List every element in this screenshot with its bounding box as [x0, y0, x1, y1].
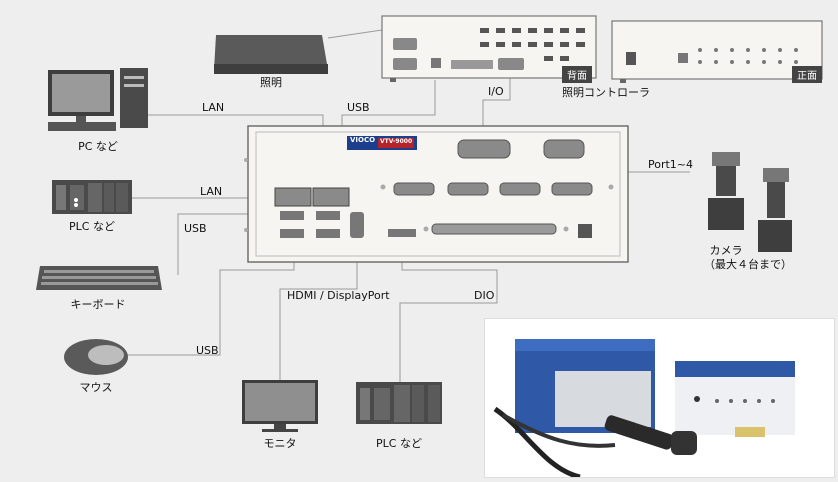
plc-top-label: PLC など — [69, 220, 115, 233]
back-tag: 背面 — [562, 66, 592, 83]
hdmi-label: HDMI / DisplayPort — [287, 289, 390, 302]
lan-pc-label: LAN — [202, 101, 225, 114]
usb-mouse-label: USB — [196, 344, 219, 357]
usb-top-label: USB — [347, 101, 370, 114]
usb-kbd-label: USB — [184, 222, 207, 235]
product-photo-drawing — [493, 339, 795, 480]
keyboard-label: キーボード — [70, 298, 126, 311]
plc-bottom-device — [356, 382, 442, 424]
monitor-label: モニタ — [263, 437, 297, 450]
mouse-label: マウス — [79, 381, 113, 394]
line-dio — [399, 236, 498, 382]
vision-controller — [244, 125, 629, 263]
lighting-device — [214, 35, 328, 74]
controller-front — [611, 20, 823, 83]
line-lighting-controller — [327, 29, 383, 39]
front-tag: 正面 — [792, 66, 822, 83]
controller-back — [381, 15, 597, 82]
vision-brand: VIOCO — [350, 136, 376, 144]
pc-device — [48, 68, 148, 131]
connection-lines — [125, 29, 690, 382]
vision-model: VTV-9000 — [380, 138, 413, 145]
line-io — [482, 72, 511, 138]
lighting-label: 照明 — [260, 76, 282, 89]
camera-label: カメラ — [709, 244, 743, 257]
lan-plc-label: LAN — [200, 185, 223, 198]
controller-label: 照明コントローラ — [562, 86, 650, 99]
plc-top-device — [52, 180, 132, 214]
port-label: Port1~4 — [648, 158, 694, 171]
pc-label: PC など — [78, 140, 118, 153]
product-photo — [484, 318, 835, 480]
plc-bottom-label: PLC など — [376, 437, 422, 450]
camera-device — [708, 152, 792, 252]
dio-label: DIO — [474, 289, 495, 302]
mouse-device — [64, 339, 128, 375]
io-label: I/O — [488, 85, 504, 98]
camera-note: （最大４台まで） — [704, 258, 792, 271]
monitor-device — [242, 380, 318, 432]
keyboard-device — [36, 266, 162, 290]
